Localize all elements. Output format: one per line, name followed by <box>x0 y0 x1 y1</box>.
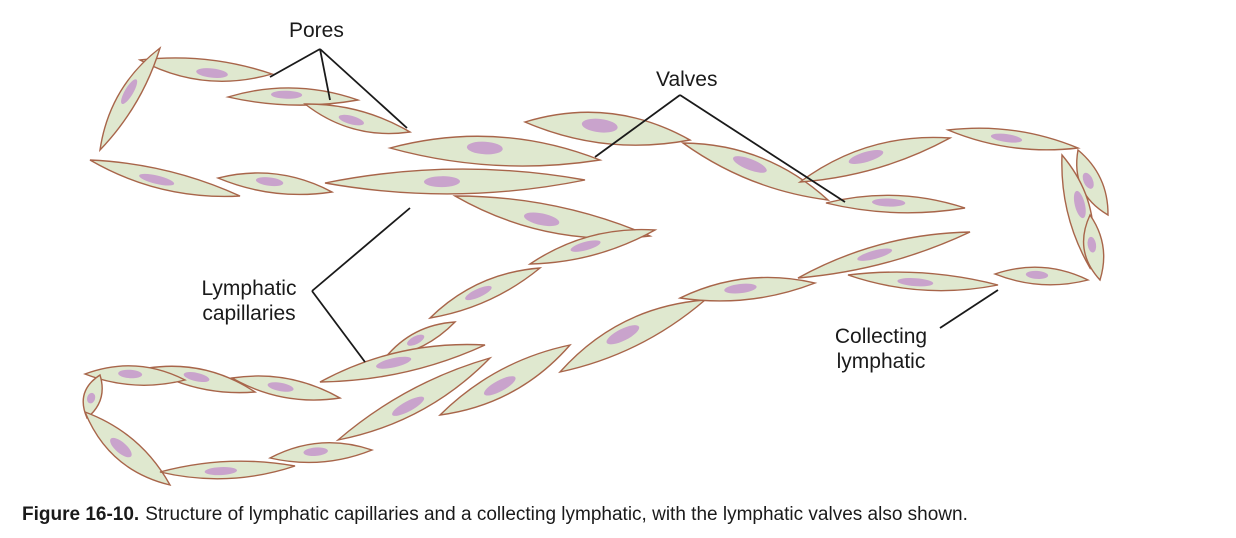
cell-nucleus <box>110 437 132 458</box>
lymphatic-capillaries-label-line2: capillaries <box>202 302 296 325</box>
pores-leader-line <box>269 48 321 78</box>
cell-nucleus <box>1025 270 1049 279</box>
cell-nucleus <box>724 283 757 294</box>
cell-nucleus <box>1073 190 1086 219</box>
cell-nucleus <box>196 68 228 78</box>
pores-leader-line <box>319 48 408 129</box>
collecting-lymphatic-label-line2: lymphatic <box>836 350 926 373</box>
cell-nucleus <box>204 467 238 476</box>
cell-nucleus <box>376 356 412 369</box>
valves-label: Valves <box>656 68 718 91</box>
figure-caption-text: Structure of lymphatic capillaries and a… <box>145 504 968 525</box>
endothelial-cell <box>797 136 953 183</box>
cell-nucleus <box>270 90 303 99</box>
collecting-lymphatic-label: Collecting lymphatic <box>823 324 939 374</box>
figure-caption: Figure 16-10.Structure of lymphatic capi… <box>22 504 968 526</box>
endothelial-cells <box>82 46 1109 487</box>
collecting-leader-line <box>939 289 999 329</box>
cell-nucleus <box>392 396 425 416</box>
cell-nucleus <box>407 334 425 346</box>
figure-number: Figure 16-10. <box>22 504 140 525</box>
cell-nucleus <box>338 114 364 126</box>
cell-nucleus <box>848 150 884 165</box>
lymphatic-capillaries-label: Lymphatic capillaries <box>193 276 305 326</box>
pores-label: Pores <box>289 19 344 42</box>
cell-nucleus <box>255 177 284 187</box>
collecting-lymphatic-label-line1: Collecting <box>834 325 928 348</box>
leader-lines <box>269 48 999 363</box>
cell-nucleus <box>606 325 640 345</box>
cell-nucleus <box>183 372 210 383</box>
cell-nucleus <box>857 248 893 261</box>
cell-nucleus <box>1087 236 1097 253</box>
cell-nucleus <box>465 285 492 301</box>
cell-nucleus <box>424 176 460 188</box>
lymphatic-structure-diagram <box>82 46 1109 487</box>
endothelial-cell <box>558 299 708 374</box>
cell-nucleus <box>871 198 906 207</box>
cell-nucleus <box>990 133 1023 143</box>
cell-nucleus <box>86 392 96 404</box>
cell-nucleus <box>897 278 934 287</box>
pores-leader-line <box>319 48 331 101</box>
capillaries-leader-line <box>311 207 411 292</box>
valves-leader-line <box>594 94 681 158</box>
cell-nucleus <box>570 240 601 252</box>
cell-nucleus <box>483 376 516 396</box>
cell-nucleus <box>139 173 175 186</box>
cell-nucleus <box>733 156 767 173</box>
valves-leader-line <box>679 94 846 203</box>
cell-nucleus <box>523 212 560 227</box>
cell-nucleus <box>267 382 294 392</box>
endothelial-cell <box>98 46 162 153</box>
cell-nucleus <box>303 447 328 457</box>
cell-nucleus <box>466 141 503 155</box>
cell-nucleus <box>118 369 143 379</box>
lymphatic-capillaries-label-line1: Lymphatic <box>201 277 297 300</box>
cell-nucleus <box>121 79 138 105</box>
capillaries-leader-line <box>311 290 366 363</box>
cell-nucleus <box>1082 172 1094 189</box>
cell-nucleus <box>581 118 618 133</box>
